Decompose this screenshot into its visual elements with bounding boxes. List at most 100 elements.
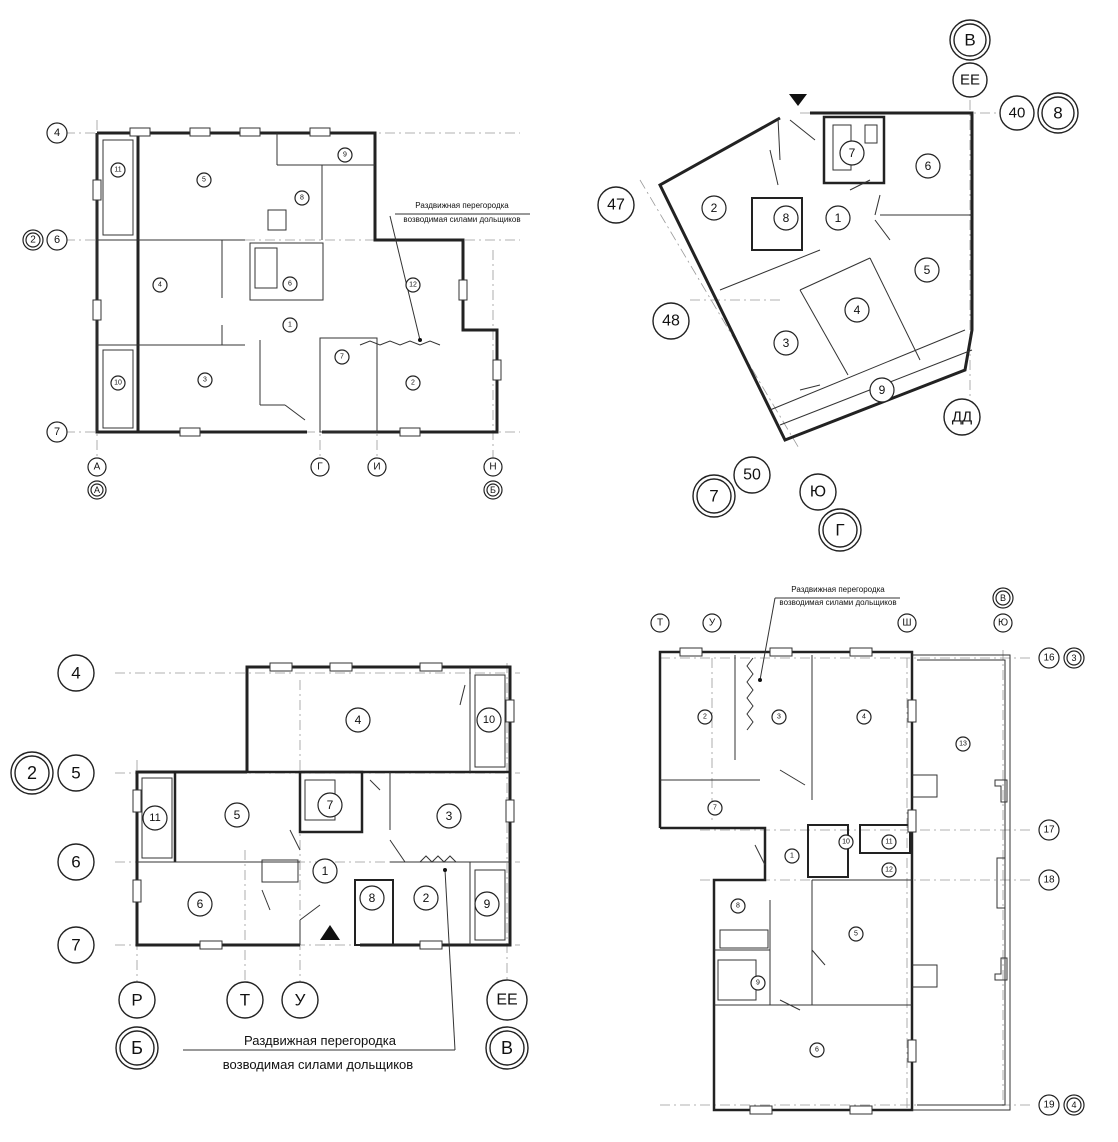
svg-text:8: 8 xyxy=(300,195,304,202)
axis-bubble: 7 xyxy=(46,421,68,443)
svg-text:19: 19 xyxy=(1043,1100,1055,1111)
svg-text:ДД: ДД xyxy=(952,409,972,426)
plan3-walls xyxy=(135,665,512,947)
svg-text:7: 7 xyxy=(849,146,856,160)
plan1-note-line1: Раздвижная перегородка xyxy=(415,201,509,210)
svg-text:В: В xyxy=(964,31,975,50)
svg-text:50: 50 xyxy=(743,467,761,484)
room-tag: 2 xyxy=(413,885,439,911)
svg-text:4: 4 xyxy=(54,127,60,139)
plan4-room-tags: 2 3 4 13 7 1 10 11 12 8 5 9 6 xyxy=(697,709,971,1058)
svg-text:3: 3 xyxy=(1071,653,1076,663)
svg-text:7: 7 xyxy=(71,936,80,955)
svg-text:2: 2 xyxy=(423,891,430,905)
room-tag: 11 xyxy=(142,805,168,831)
svg-text:10: 10 xyxy=(842,839,850,846)
svg-text:13: 13 xyxy=(959,741,967,748)
axis-bubble-double: В xyxy=(949,19,991,61)
room-tag: 6 xyxy=(915,153,941,179)
room-tag: 5 xyxy=(848,926,864,942)
plan4-note-line2: возводимая силами дольщиков xyxy=(779,598,896,607)
room-tag: 2 xyxy=(697,709,713,725)
svg-text:12: 12 xyxy=(409,282,417,289)
svg-text:5: 5 xyxy=(234,808,241,822)
svg-text:Р: Р xyxy=(131,991,142,1010)
axis-bubble: А xyxy=(87,457,107,477)
svg-text:У: У xyxy=(295,991,306,1010)
room-tag: 8 xyxy=(294,190,310,206)
axis-bubble: И xyxy=(367,457,387,477)
svg-text:12: 12 xyxy=(885,867,893,874)
svg-text:9: 9 xyxy=(879,383,886,397)
svg-text:48: 48 xyxy=(662,313,680,330)
plan-3: Раздвижная перегородка возводимая силами… xyxy=(10,654,529,1072)
room-tag: 13 xyxy=(955,736,971,752)
axis-bubble: 16 xyxy=(1038,647,1060,669)
axis-bubble: 4 xyxy=(57,654,95,692)
room-tag: 4 xyxy=(844,297,870,323)
room-tag: 8 xyxy=(773,205,799,231)
plan3-room-tags: 4 10 7 5 11 3 1 2 8 9 6 xyxy=(142,707,502,917)
svg-text:Ш: Ш xyxy=(902,618,911,629)
svg-text:6: 6 xyxy=(815,1047,819,1054)
svg-text:3: 3 xyxy=(783,336,790,350)
svg-text:И: И xyxy=(373,462,380,473)
svg-text:16: 16 xyxy=(1043,653,1055,664)
plan3-entrance-arrow xyxy=(320,925,340,940)
svg-text:2: 2 xyxy=(30,235,36,246)
axis-bubble-double: 2 xyxy=(22,229,44,251)
axis-bubble: Т xyxy=(226,981,264,1019)
svg-text:1: 1 xyxy=(835,211,842,225)
plan3-axis-markers: 4 2 5 6 7 Р Т У ЕЕ Б В xyxy=(10,654,529,1070)
svg-text:2: 2 xyxy=(703,714,707,721)
room-tag: 9 xyxy=(750,975,766,991)
svg-text:11: 11 xyxy=(149,812,160,824)
axis-bubble: У xyxy=(702,613,722,633)
axis-bubble: 5 xyxy=(57,754,95,792)
svg-text:Т: Т xyxy=(240,991,250,1010)
plan-2: В ЕЕ 40 8 47 48 ДД 50 7 Ю Г 7 6 2 8 1 5 … xyxy=(597,19,1079,552)
axis-bubble: 4 xyxy=(46,122,68,144)
svg-text:Ю: Ю xyxy=(998,618,1008,629)
room-tag: 6 xyxy=(282,276,298,292)
svg-text:5: 5 xyxy=(854,931,858,938)
plan4-note-line1: Раздвижная перегородка xyxy=(791,585,885,594)
svg-text:6: 6 xyxy=(71,853,80,872)
plan1-room-tags: 11 5 9 8 4 6 1 12 10 3 7 2 xyxy=(110,147,421,391)
room-tag: 4 xyxy=(856,709,872,725)
axis-bubble: ЕЕ xyxy=(486,979,528,1021)
svg-text:Г: Г xyxy=(317,462,323,473)
room-tag: 9 xyxy=(869,377,895,403)
room-tag: 12 xyxy=(405,277,421,293)
svg-text:6: 6 xyxy=(925,159,932,173)
plan4-windows xyxy=(679,647,917,1115)
svg-text:ЕЕ: ЕЕ xyxy=(960,72,980,89)
axis-bubble: 18 xyxy=(1038,869,1060,891)
svg-text:11: 11 xyxy=(114,167,121,174)
svg-text:8: 8 xyxy=(736,903,740,910)
room-tag: 8 xyxy=(359,885,385,911)
axis-bubble: 7 xyxy=(57,926,95,964)
room-tag: 10 xyxy=(838,834,854,850)
axis-bubble: 50 xyxy=(733,456,771,494)
room-tag: 1 xyxy=(825,205,851,231)
axis-bubble: ДД xyxy=(943,398,981,436)
svg-text:9: 9 xyxy=(484,897,491,911)
axis-bubble: Р xyxy=(118,981,156,1019)
svg-text:2: 2 xyxy=(27,763,37,783)
svg-text:18: 18 xyxy=(1043,875,1055,886)
room-tag: 7 xyxy=(707,800,723,816)
room-tag: 6 xyxy=(187,891,213,917)
room-tag: 4 xyxy=(152,277,168,293)
axis-bubble: 19 xyxy=(1038,1094,1060,1116)
room-tag: 7 xyxy=(334,349,350,365)
plan3-partition-note: Раздвижная перегородка возводимая силами… xyxy=(183,868,456,1072)
svg-text:1: 1 xyxy=(322,864,329,878)
axis-bubble: Ю xyxy=(993,613,1013,633)
svg-text:5: 5 xyxy=(71,764,80,783)
axis-bubble: Ш xyxy=(897,613,917,633)
room-tag: 4 xyxy=(345,707,371,733)
axis-bubble: Ю xyxy=(799,473,837,511)
axis-bubble-double: 4 xyxy=(1063,1094,1085,1116)
